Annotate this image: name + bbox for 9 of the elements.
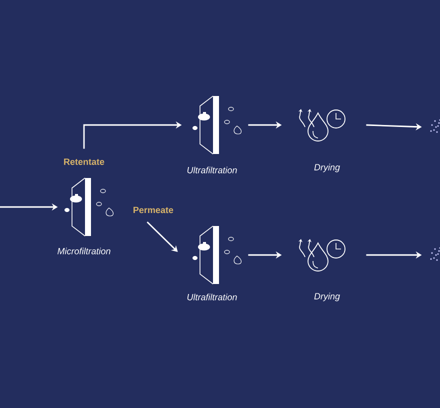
step-label: Drying [314, 164, 340, 172]
step-label: Ultrafiltration [187, 166, 237, 174]
particles-drawing [430, 119, 440, 133]
step-label: Microfiltration [58, 248, 110, 254]
particles-drawing [430, 247, 440, 261]
arrow [146, 222, 178, 252]
step-label: Ultrafiltration [187, 294, 237, 300]
step-label: Drying [314, 292, 340, 302]
edge-label: Retentate [62, 158, 106, 166]
